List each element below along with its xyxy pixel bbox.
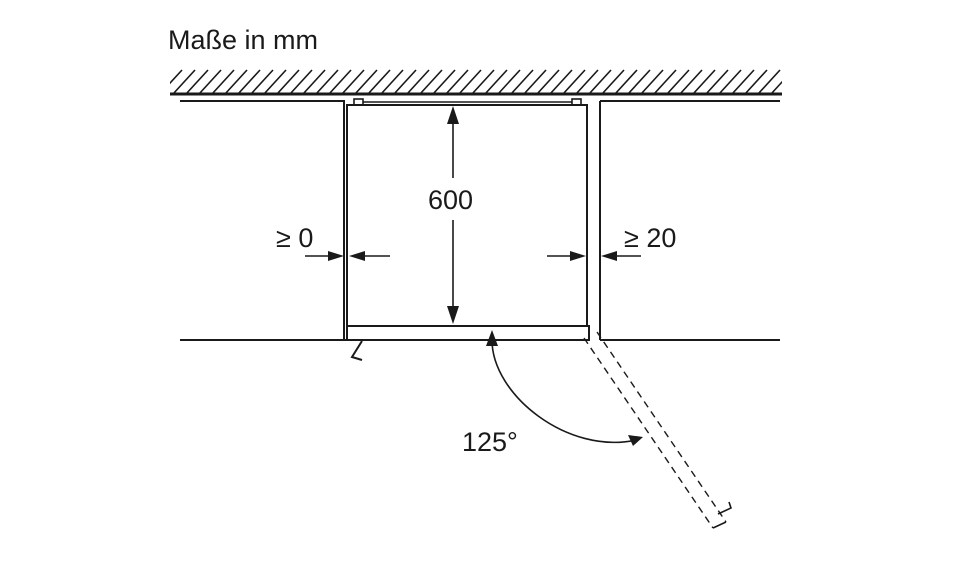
hatch-line [666,69,690,94]
hatch-line [679,69,703,94]
right-cabinet [599,100,780,341]
left-gap-label: ≥ 0 [276,223,313,253]
hatch-line [211,69,235,94]
wall-hatching [170,69,819,94]
hatch-line [744,69,768,94]
hatch-line [784,70,806,94]
hatch-line [484,69,508,94]
hatch-line [237,69,261,94]
hatch-line [562,69,586,94]
hatch-line [797,70,819,94]
hatch-line [575,69,599,94]
hatch-line [458,69,482,94]
hatch-line [393,69,417,94]
hatch-line [757,69,781,94]
door-handle [350,340,363,361]
door-open-outline [583,331,732,529]
left-gap-arrows [305,251,390,261]
hatch-line [471,69,495,94]
hatch-line [536,69,560,94]
hatch-line [341,69,365,94]
hatch-line [315,69,339,94]
appliance-door [346,325,590,341]
hatch-line [276,69,300,94]
hatch-line [614,69,638,94]
hatch-line [445,69,469,94]
hatch-line [640,69,664,94]
hatch-line [770,80,782,94]
hatch-line [328,69,352,94]
hatch-line [419,69,443,94]
hatch-line [588,69,612,94]
right-gap-arrows [547,251,641,261]
hatch-line [718,69,742,94]
hatch-line [172,69,196,94]
hatch-line [380,69,404,94]
hatch-line [367,69,391,94]
hatch-line [198,69,222,94]
height-dimension-arrow [447,106,459,324]
hatch-line [289,69,313,94]
hatch-line [497,69,521,94]
hatch-line [432,69,456,94]
right-gap-label: ≥ 20 [624,223,676,253]
hatch-line [263,69,287,94]
hatch-line [705,69,729,94]
door-angle-arc [486,330,643,446]
hatch-line [627,69,651,94]
hatch-line [692,69,716,94]
hatch-line [185,69,209,94]
door-angle-label: 125° [462,427,518,457]
hatch-line [250,69,274,94]
hatch-line [549,69,573,94]
hatch-line [302,69,326,94]
hatch-line [653,69,677,94]
diagram-title: Maße in mm [168,25,318,55]
hatch-line [406,69,430,94]
hatch-line [170,69,183,85]
hatch-line [510,69,534,94]
hatch-line [731,69,755,94]
hatch-line [354,69,378,94]
left-cabinet [180,100,358,341]
hatch-line [601,69,625,94]
height-dimension-label: 600 [428,185,473,215]
hatch-line [224,69,248,94]
hatch-line [523,69,547,94]
